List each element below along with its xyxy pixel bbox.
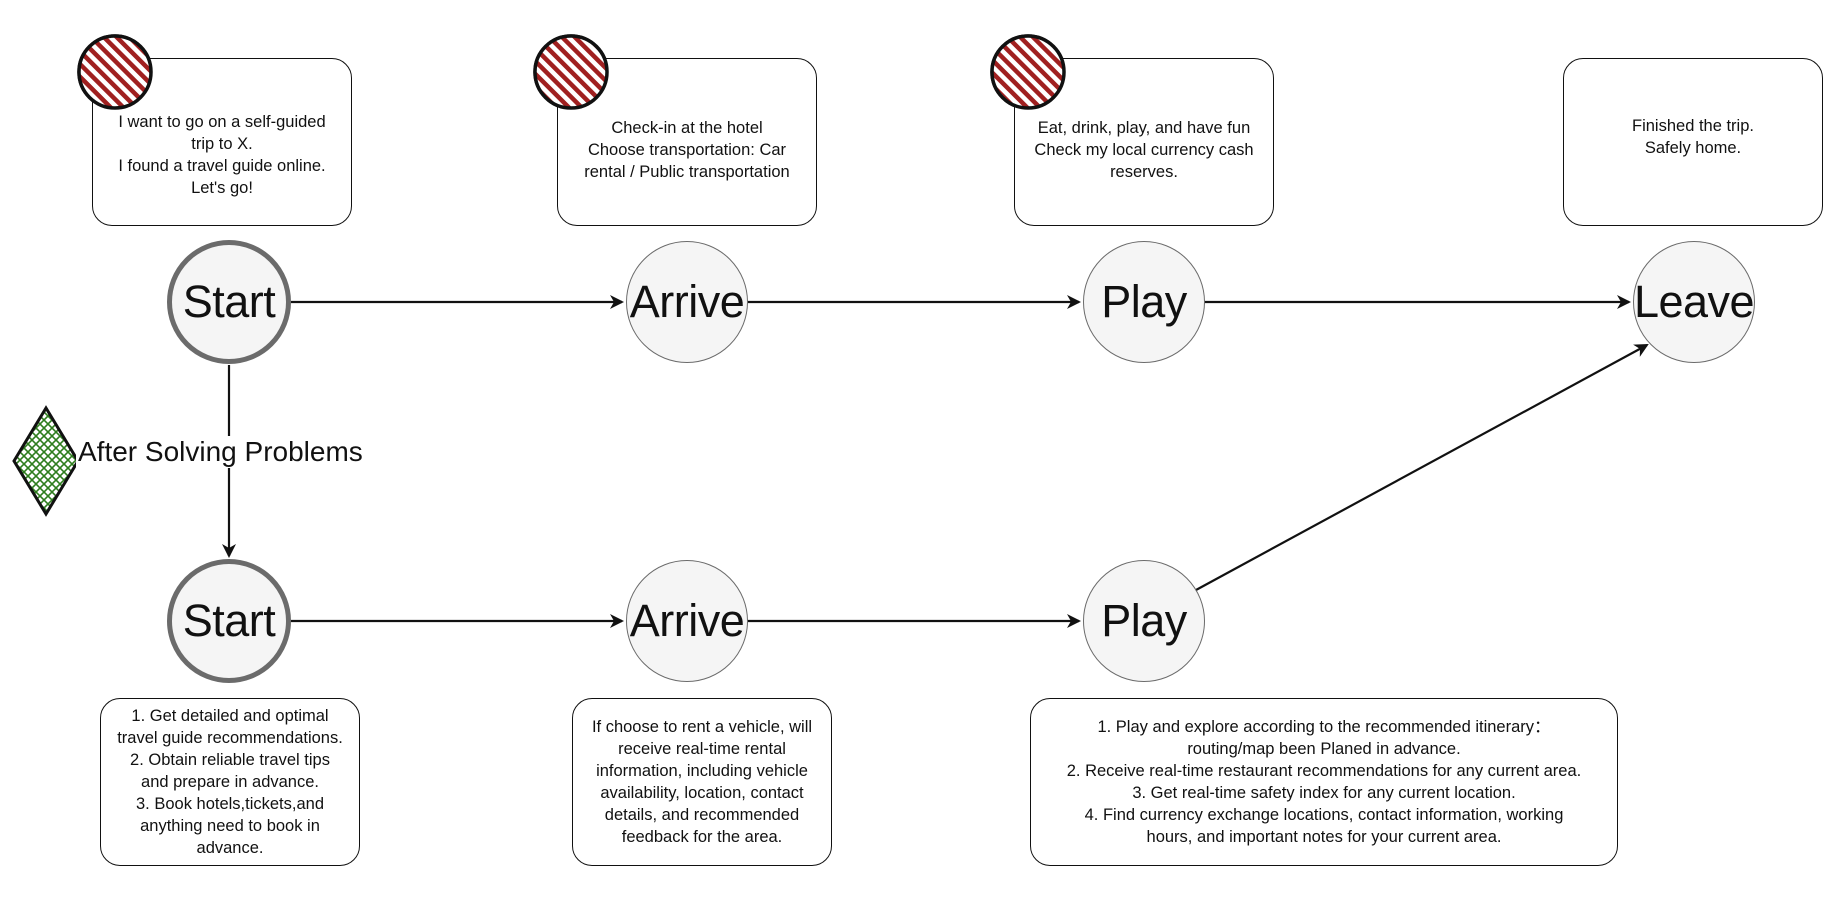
stage-node-arrive-top: Arrive [626, 241, 748, 363]
note-top-arrive: Check-in at the hotel Choose transportat… [557, 58, 817, 226]
note-top-leave: Finished the trip. Safely home. [1563, 58, 1823, 226]
green-crosshatched-diamond-icon [12, 405, 80, 517]
note-line: 3. Book hotels,tickets,and [135, 795, 325, 813]
note-line: information, including vehicle [596, 762, 808, 780]
note-line: 2. Obtain reliable travel tips [130, 751, 330, 769]
note-top-start: I want to go on a self-guided trip to X.… [92, 58, 352, 226]
stage-node-play-bottom: Play [1083, 560, 1205, 682]
stage-label: Start [182, 276, 276, 327]
note-line: advance. [196, 839, 264, 857]
note-bottom-start: 1. Get detailed and optimal travel guide… [100, 698, 360, 866]
stage-label: Play [1101, 276, 1187, 327]
stage-node-start-bottom: Start [167, 559, 291, 683]
stage-node-start-top: Start [167, 240, 291, 364]
note-line: hours, and important notes for your curr… [1146, 828, 1502, 846]
note-line: trip to X. [191, 135, 253, 153]
stage-label: Leave [1633, 276, 1755, 327]
note-line: If choose to rent a vehicle, will [591, 718, 813, 736]
note-line: availability, location, contact [600, 784, 804, 802]
note-top-play: Eat, drink, play, and have fun Check my … [1014, 58, 1274, 226]
note-line: Safely home. [1644, 139, 1742, 157]
note-line: details, and recommended [604, 806, 800, 824]
note-line: Check my local currency cash [1034, 141, 1254, 159]
stage-node-leave-top: Leave [1633, 241, 1755, 363]
stage-label: Start [182, 595, 276, 646]
note-line: travel guide recommendations. [117, 729, 343, 747]
note-line: 1. Get detailed and optimal [131, 707, 329, 725]
stage-label: Play [1101, 595, 1187, 646]
stage-label: Arrive [629, 595, 745, 646]
connector-label: After Solving Problems [76, 436, 365, 468]
note-line: Let's go! [191, 179, 253, 197]
note-line: receive real-time rental [618, 740, 786, 758]
note-bottom-arrive: If choose to rent a vehicle, will receiv… [572, 698, 832, 866]
note-line: rental / Public transportation [584, 163, 790, 181]
edge-play-bottom-to-leave [1195, 344, 1649, 591]
note-line: anything need to book in [140, 817, 320, 835]
note-line: 3. Get real-time safety index for any cu… [1132, 784, 1516, 802]
note-line: 2. Receive real-time restaurant recommen… [1066, 762, 1582, 780]
note-line: reserves. [1110, 163, 1178, 181]
note-line: Finished the trip. [1632, 117, 1754, 135]
note-line: feedback for the area. [621, 828, 783, 846]
note-bottom-play: 1. Play and explore according to the rec… [1030, 698, 1618, 866]
note-line: 4. Find currency exchange locations, con… [1084, 806, 1564, 824]
note-line: 1. Play and explore according to the rec… [1097, 718, 1551, 736]
note-line: I want to go on a self-guided [118, 113, 326, 131]
note-line: and prepare in advance. [141, 773, 319, 791]
note-line: Choose transportation: Car [587, 141, 787, 159]
note-line: I found a travel guide online. [118, 157, 326, 175]
note-line: routing/map been Planed in advance. [1187, 740, 1461, 758]
stage-node-play-top: Play [1083, 241, 1205, 363]
stage-label: Arrive [629, 276, 745, 327]
note-line: Eat, drink, play, and have fun [1037, 119, 1251, 137]
stage-node-arrive-bottom: Arrive [626, 560, 748, 682]
note-line: Check-in at the hotel [611, 119, 763, 137]
